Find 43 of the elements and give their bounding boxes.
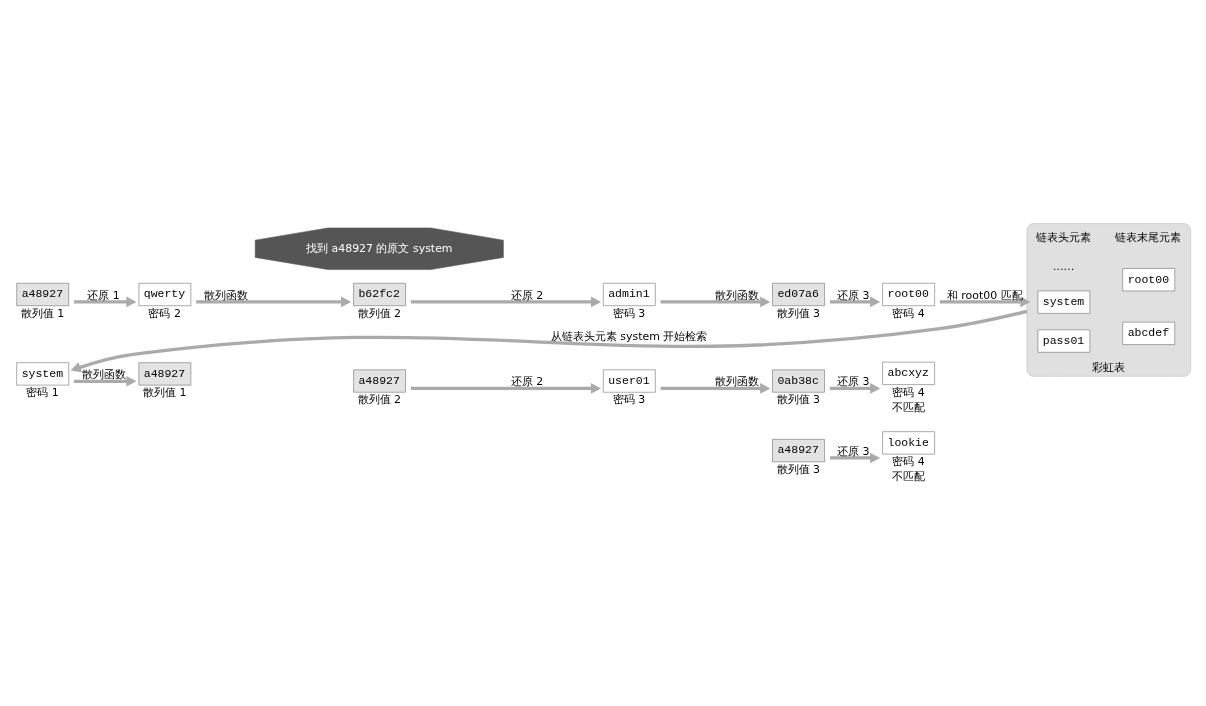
arrow (70, 309, 1028, 372)
node-label: 密码 4 (892, 306, 925, 320)
node-label: 密码 3 (612, 306, 646, 320)
arrow (829, 452, 881, 463)
node-label: 密码 1 (26, 385, 59, 399)
node-label: 密码 2 (148, 306, 181, 320)
label: 链表头元素 (1036, 230, 1092, 244)
arrow (196, 296, 352, 307)
node-label: 密码 3 (612, 392, 646, 406)
node-label: 散列值 2 (357, 392, 402, 406)
label: 链表末尾元素 (1115, 230, 1182, 244)
edge-label: 散列函数 (203, 288, 248, 302)
node-label: 散列值 1 (142, 385, 187, 399)
edge-label: 还原 2 (510, 374, 544, 388)
arrow (410, 382, 602, 394)
arrow (829, 382, 881, 394)
node-label: 散列值 3 (776, 306, 821, 320)
edge-label: 还原 3 (837, 288, 870, 302)
node-label: 密码 4 (892, 385, 925, 399)
label: …… (1052, 259, 1075, 273)
arrow (660, 382, 771, 394)
node-label: 不匹配 (891, 400, 925, 414)
edge-label: 从链表头元素 system 开始检索 (550, 329, 708, 343)
node-label: 散列值 3 (776, 462, 821, 476)
arrow (410, 296, 602, 307)
edge-label: 还原 1 (87, 288, 120, 302)
arrow (660, 296, 771, 307)
arrow (74, 296, 137, 307)
edge-label: 和 root00 匹配 (946, 288, 1023, 302)
edge-label: 散列函数 (715, 374, 760, 388)
edge-label: 还原 3 (837, 374, 870, 388)
node-label: 散列值 2 (357, 306, 402, 320)
node-label: 散列值 3 (776, 392, 821, 406)
arrow (74, 375, 137, 387)
edge-label: 还原 2 (510, 288, 544, 302)
edge-label: 散列函数 (715, 288, 760, 302)
node-label: 密码 4 (892, 454, 925, 468)
edge-label: 散列函数 (81, 367, 126, 381)
arrow (829, 296, 881, 307)
node-label: 不匹配 (891, 469, 925, 483)
node-label: 散列值 1 (20, 306, 65, 320)
edge-label: 还原 3 (837, 444, 870, 458)
arrow (939, 296, 1031, 307)
